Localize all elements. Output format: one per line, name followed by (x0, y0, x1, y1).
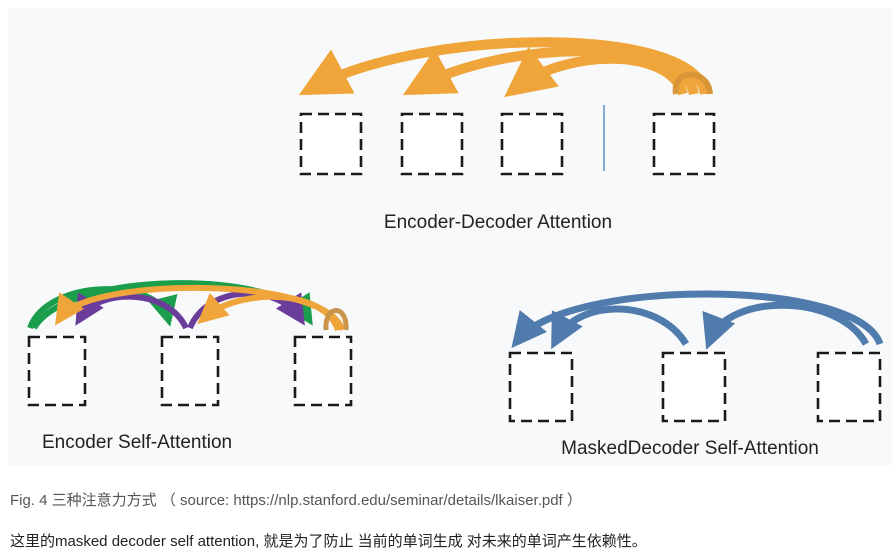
token-box (27, 335, 87, 407)
attention-arrow-blue (551, 305, 689, 350)
figure-caption: Fig. 4 三种注意力方式 （ source: https://nlp.sta… (10, 492, 582, 509)
attention-diagram: Encoder-Decoder Attention Encoder Self-A… (27, 37, 884, 459)
attention-figure: Encoder-Decoder Attention Encoder Self-A… (8, 8, 892, 466)
token-box (299, 112, 363, 176)
token-box (500, 112, 564, 176)
panel-encoder-self: Encoder Self-Attention (27, 280, 353, 453)
panel-encoder-decoder: Encoder-Decoder Attention (298, 37, 716, 233)
attention-arrow-orange (197, 292, 341, 332)
arrow-origin-bundle (323, 308, 349, 331)
token-box (293, 335, 353, 407)
token-box (816, 351, 882, 423)
attention-arrow-purple (75, 292, 189, 330)
token-box (508, 351, 574, 423)
attention-arrow-blue (702, 301, 870, 350)
attention-arrow-orange (504, 46, 688, 98)
attention-arrow-blue (511, 290, 884, 349)
attention-arrow-orange (298, 37, 710, 96)
encoder-decoder-title: Encoder-Decoder Attention (384, 212, 612, 233)
arrow-origin-bundle (672, 71, 713, 95)
token-box (400, 112, 464, 176)
token-box (160, 335, 220, 407)
encoder-self-title: Encoder Self-Attention (42, 432, 232, 453)
panel-decoder-self: MaskedDecoder Self-Attention (508, 290, 884, 459)
token-box (661, 351, 727, 423)
body-paragraph: 这里的masked decoder self attention, 就是为了防止… (10, 533, 647, 550)
token-box (652, 112, 716, 176)
decoder-self-title: MaskedDecoder Self-Attention (561, 438, 819, 459)
